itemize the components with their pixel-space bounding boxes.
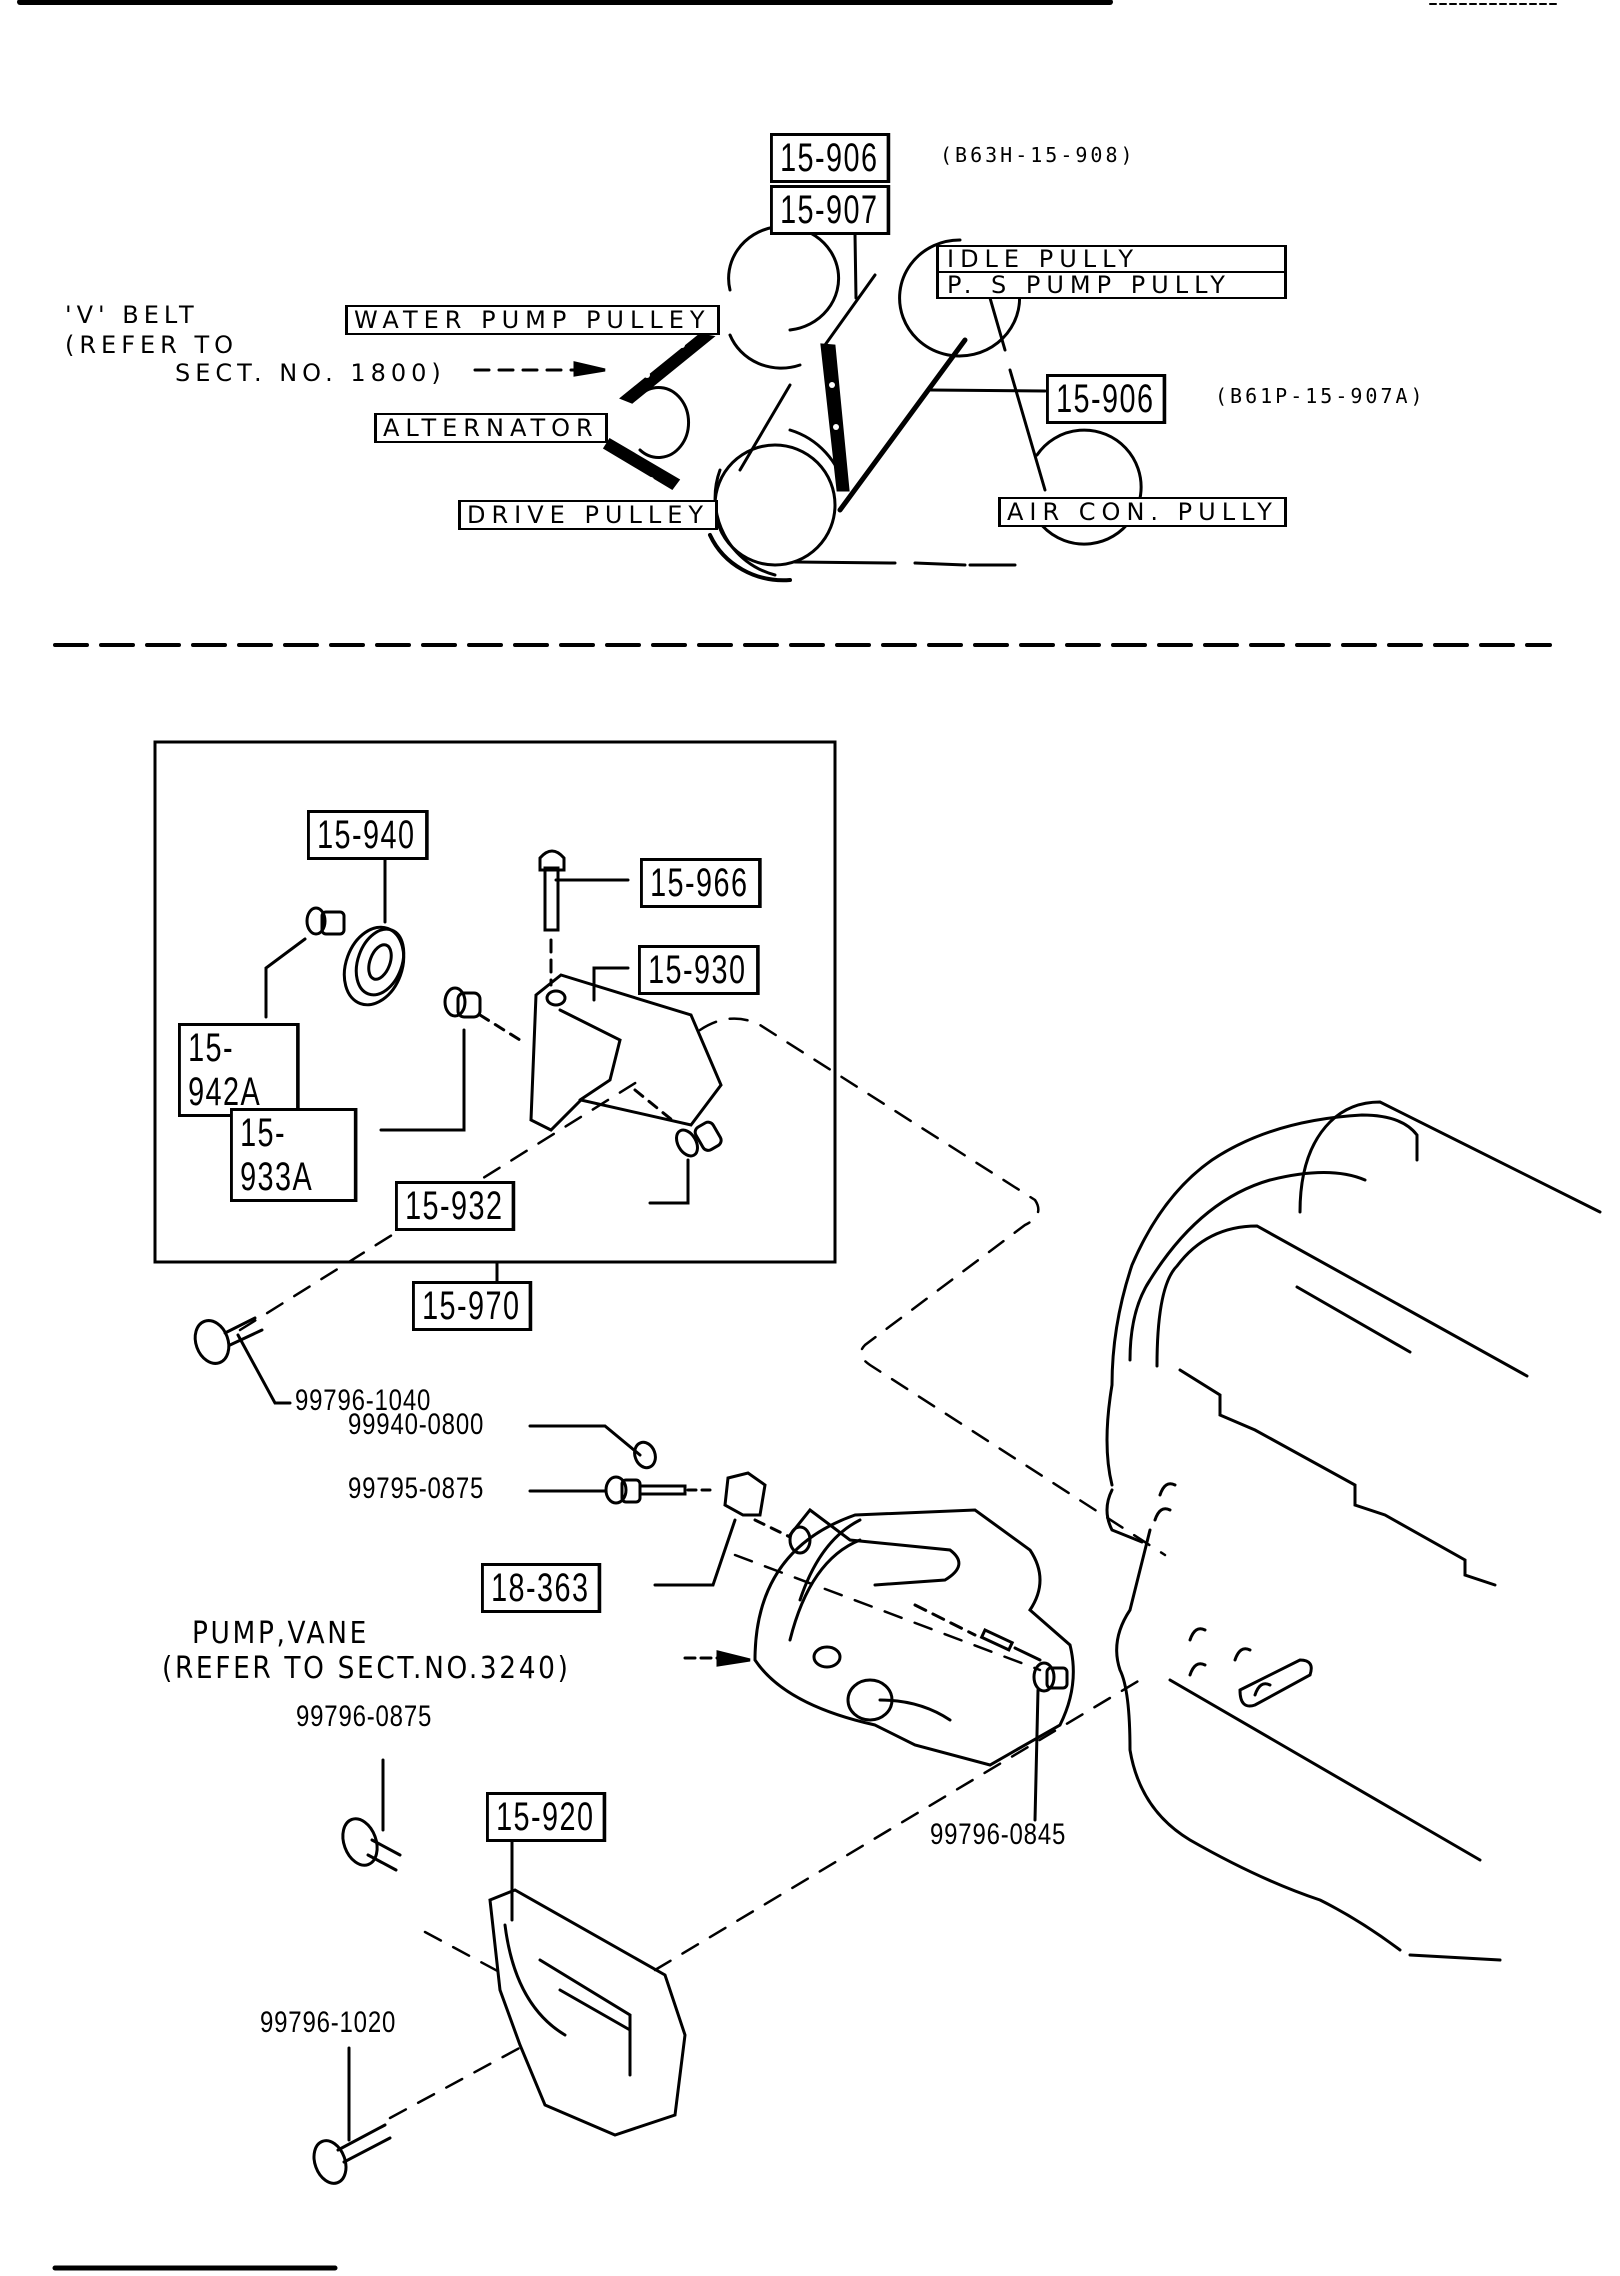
part-number-99796-1020[interactable]: 99796-1020 (260, 2006, 397, 2039)
belt-routing-diagram (473, 224, 1143, 583)
v-belt-segment (619, 333, 716, 404)
label-idle-ps-pump-pulley: IDLE PULLY P. S PUMP PULLY (936, 245, 1287, 299)
water-pump-pulley-circle (727, 224, 841, 332)
part-number-99796-1040[interactable]: 99796-1040 (295, 1384, 432, 1417)
part-number-15-932[interactable]: 15-932 (395, 1181, 516, 1231)
label-aircon-pulley: AIR CON. PULLY (998, 497, 1287, 527)
power-steering-pump (683, 1507, 1075, 1822)
alt-part-number-top: (B63H-15-908) (940, 143, 1136, 167)
v-belt-note-line1: 'V' BELT (65, 301, 199, 329)
part-number-99795-0875[interactable]: 99795-0875 (348, 1472, 485, 1505)
bracket-group-frame (153, 740, 837, 1264)
engine-block (1105, 1100, 1602, 1962)
fasteners-upper (528, 1424, 767, 1587)
top-border (17, 0, 1561, 5)
part-number-15-907[interactable]: 15-907 (770, 185, 891, 235)
part-number-15-906-top[interactable]: 15-906 (770, 133, 891, 183)
part-number-99796-0875[interactable]: 99796-0875 (296, 1700, 433, 1733)
v-belt-note-line3: SECT. NO. 1800) (175, 359, 446, 387)
pump-mounting-bracket (341, 1758, 687, 2137)
part-number-15-920[interactable]: 15-920 (486, 1792, 607, 1842)
part-number-15-942A[interactable]: 15-942A (178, 1023, 300, 1117)
assembly-dashed-lines (238, 1017, 1167, 2120)
label-alternator: ALTERNATOR (374, 413, 608, 443)
part-number-15-966[interactable]: 15-966 (640, 858, 762, 908)
part-number-15-933A[interactable]: 15-933A (230, 1108, 358, 1202)
alt-part-number-right: (B61P-15-907A) (1215, 384, 1426, 408)
part-number-99796-0845[interactable]: 99796-0845 (930, 1818, 1067, 1851)
label-ps-pump-pulley: P. S PUMP PULLY (939, 271, 1284, 297)
part-number-18-363[interactable]: 18-363 (481, 1563, 602, 1613)
part-number-15-940[interactable]: 15-940 (307, 810, 429, 860)
v-belt-note-line2: (REFER TO (65, 331, 239, 359)
label-drive-pulley: DRIVE PULLEY (458, 500, 719, 530)
aircon-pulley-circle (1028, 428, 1143, 546)
part-number-15-906-right[interactable]: 15-906 (1046, 374, 1167, 424)
alternator-pulley-circle (638, 386, 691, 459)
part-number-15-930[interactable]: 15-930 (638, 945, 760, 995)
part-number-99940-0800[interactable]: 99940-0800 (348, 1408, 485, 1441)
pump-vane-note-line2: (REFER TO SECT.NO.3240) (162, 1651, 571, 1686)
label-water-pump-pulley: WATER PUMP PULLEY (345, 305, 720, 335)
bracket-group-parts (264, 849, 723, 1205)
bolt-99796-1040 (193, 1316, 292, 1405)
bolt-99796-1020 (312, 2046, 392, 2185)
pump-vane-note-line1: PUMP,VANE (192, 1616, 369, 1651)
label-idle-pulley: IDLE PULLY (947, 245, 1139, 273)
part-number-15-970[interactable]: 15-970 (412, 1281, 533, 1331)
